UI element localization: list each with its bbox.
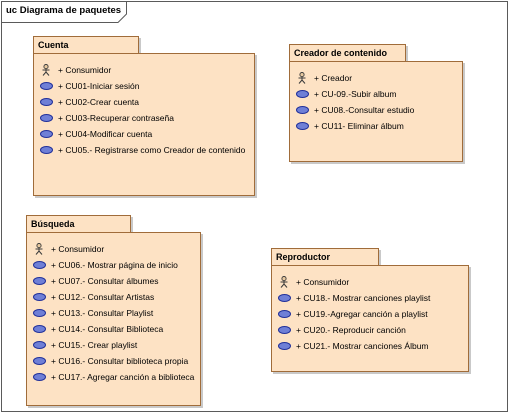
package-body: + Creador + CU-09.-Subir album + CU08.-Con… — [289, 61, 463, 162]
use-case-item[interactable]: + CU14.- Consultar Biblioteca — [32, 321, 194, 337]
use-case-icon — [32, 307, 46, 319]
package-body: + Consumidor + CU06.- Mostrar página de i… — [26, 232, 201, 406]
use-case-icon — [295, 88, 309, 100]
item-label: + CU16.- Consultar biblioteca propia — [51, 356, 189, 366]
use-case-icon — [39, 96, 53, 108]
use-case-icon — [32, 355, 46, 367]
use-case-item[interactable]: + CU12.- Consultar Artistas — [32, 289, 194, 305]
item-label: + CU12.- Consultar Artistas — [51, 292, 155, 302]
use-case-item[interactable]: + CU16.- Consultar biblioteca propia — [32, 353, 194, 369]
use-case-item[interactable]: + CU11- Eliminar álbum — [295, 118, 414, 134]
item-label: + CU04-Modificar cuenta — [58, 129, 153, 139]
item-label: + CU13.- Consultar Playlist — [51, 308, 154, 318]
use-case-icon — [277, 324, 291, 336]
use-case-icon — [277, 308, 291, 320]
package-tab: Reproductor — [271, 248, 379, 266]
use-case-icon — [32, 275, 46, 287]
use-case-icon — [32, 291, 46, 303]
item-label: + CU18.- Mostrar canciones playlist — [296, 293, 431, 303]
actor-item[interactable]: + Consumidor — [277, 274, 430, 290]
package-tab: Creador de contenido — [289, 44, 406, 62]
item-label: + CU15.- Crear playlist — [51, 340, 138, 350]
package-items: + Consumidor + CU01-Iniciar sesión + CU02-… — [39, 62, 245, 158]
package-tab: Cuenta — [33, 36, 139, 54]
package-items: + Creador + CU-09.-Subir album + CU08.-Con… — [295, 70, 414, 134]
use-case-icon — [277, 340, 291, 352]
item-label: + Creador — [314, 73, 353, 83]
use-case-item[interactable]: + CU02-Crear cuenta — [39, 94, 245, 110]
actor-item[interactable]: + Consumidor — [39, 62, 245, 78]
actor-item[interactable]: + Creador — [295, 70, 414, 86]
item-label: + CU19.-Agregar canción a playlist — [296, 309, 428, 319]
use-case-icon — [39, 144, 53, 156]
package-items: + Consumidor + CU18.- Mostrar canciones p… — [277, 274, 430, 354]
use-case-item[interactable]: + CU17.- Agregar canción a biblioteca — [32, 369, 194, 385]
item-label: + CU-09.-Subir album — [314, 89, 397, 99]
use-case-item[interactable]: + CU01-Iniciar sesión — [39, 78, 245, 94]
package-tab: Búsqueda — [26, 215, 131, 233]
package-items: + Consumidor + CU06.- Mostrar página de i… — [32, 241, 194, 385]
use-case-item[interactable]: + CU21.- Mostrar canciones Álbum — [277, 338, 430, 354]
use-case-icon — [295, 104, 309, 116]
frame-title: uc Diagrama de paquetes — [6, 5, 122, 16]
item-label: + CU17.- Agregar canción a biblioteca — [51, 372, 195, 382]
item-label: + CU14.- Consultar Biblioteca — [51, 324, 164, 334]
actor-icon — [295, 72, 309, 84]
package-body: + Consumidor + CU01-Iniciar sesión + CU02-… — [33, 53, 255, 196]
use-case-icon — [32, 323, 46, 335]
use-case-icon — [295, 120, 309, 132]
frame-title-tab — [2, 2, 127, 23]
use-case-item[interactable]: + CU20.- Reproducir canción — [277, 322, 430, 338]
use-case-item[interactable]: + CU-09.-Subir album — [295, 86, 414, 102]
item-label: + CU02-Crear cuenta — [58, 97, 140, 107]
item-label: + CU11- Eliminar álbum — [314, 121, 404, 131]
use-case-icon — [39, 112, 53, 124]
actor-icon — [39, 64, 53, 76]
item-label: + CU03-Recuperar contraseña — [58, 113, 174, 123]
package-name: Creador de contenido — [294, 48, 388, 58]
use-case-item[interactable]: + CU18.- Mostrar canciones playlist — [277, 290, 430, 306]
item-label: + CU21.- Mostrar canciones Álbum — [296, 341, 429, 351]
item-label: + CU07.- Consultar álbumes — [51, 276, 159, 286]
item-label: + Consumidor — [51, 244, 105, 254]
item-label: + CU01-Iniciar sesión — [58, 81, 140, 91]
package-name: Búsqueda — [31, 219, 75, 229]
use-case-icon — [39, 80, 53, 92]
actor-icon — [32, 243, 46, 255]
use-case-icon — [32, 371, 46, 383]
use-case-icon — [32, 259, 46, 271]
use-case-icon — [277, 292, 291, 304]
item-label: + CU08.-Consultar estudio — [314, 105, 415, 115]
use-case-icon — [32, 339, 46, 351]
package-name: Reproductor — [276, 252, 330, 262]
use-case-item[interactable]: + CU13.- Consultar Playlist — [32, 305, 194, 321]
use-case-item[interactable]: + CU05.- Registrarse como Creador de con… — [39, 142, 245, 158]
use-case-item[interactable]: + CU08.-Consultar estudio — [295, 102, 414, 118]
actor-icon — [277, 276, 291, 288]
item-label: + CU05.- Registrarse como Creador de con… — [58, 145, 246, 155]
actor-item[interactable]: + Consumidor — [32, 241, 194, 257]
use-case-item[interactable]: + CU06.- Mostrar página de inicio — [32, 257, 194, 273]
use-case-item[interactable]: + CU04-Modificar cuenta — [39, 126, 245, 142]
use-case-icon — [39, 128, 53, 140]
package-body: + Consumidor + CU18.- Mostrar canciones p… — [271, 265, 469, 372]
use-case-item[interactable]: + CU07.- Consultar álbumes — [32, 273, 194, 289]
package-name: Cuenta — [38, 40, 69, 50]
use-case-item[interactable]: + CU19.-Agregar canción a playlist — [277, 306, 430, 322]
use-case-item[interactable]: + CU15.- Crear playlist — [32, 337, 194, 353]
item-label: + Consumidor — [58, 65, 112, 75]
item-label: + CU06.- Mostrar página de inicio — [51, 260, 178, 270]
use-case-item[interactable]: + CU03-Recuperar contraseña — [39, 110, 245, 126]
item-label: + Consumidor — [296, 277, 350, 287]
item-label: + CU20.- Reproducir canción — [296, 325, 406, 335]
